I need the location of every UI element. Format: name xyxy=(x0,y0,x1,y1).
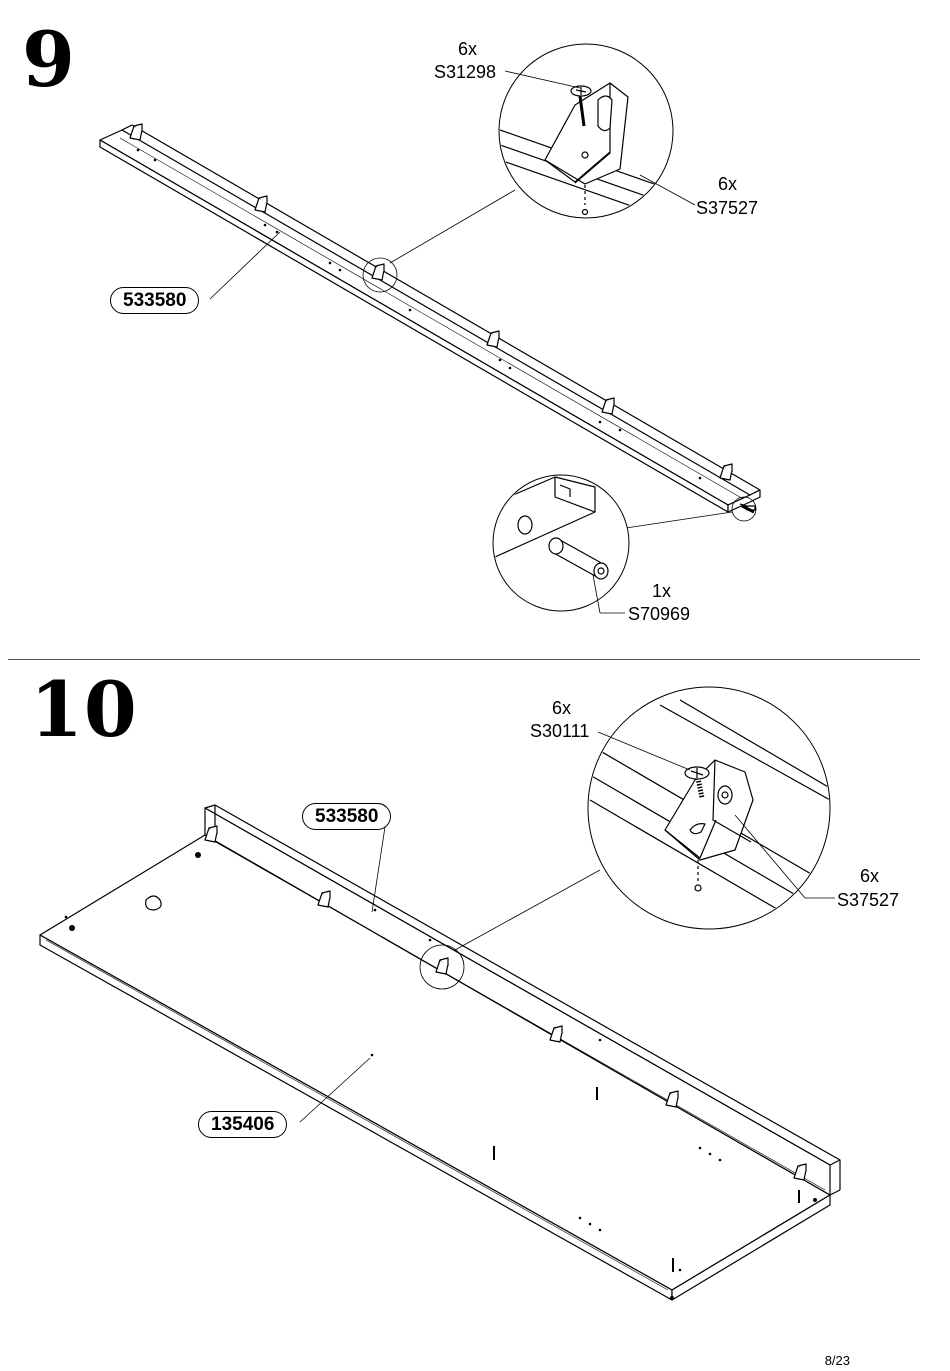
section-divider xyxy=(8,659,920,660)
detail-bracket-step9 xyxy=(498,43,674,219)
step-number-10: 10 xyxy=(30,665,138,754)
dowel-qty-step9: 1x xyxy=(652,581,672,601)
screw-code-step10: S30111 xyxy=(530,721,590,741)
screw-qty-step9: 6x xyxy=(458,39,478,59)
rail-533580-step9 xyxy=(99,123,761,514)
panel-135406 xyxy=(39,804,841,1301)
part-id-135406: 135406 xyxy=(198,1111,288,1138)
bracket-qty-step10: 6x xyxy=(860,866,880,886)
part-id-533580-step9: 533580 xyxy=(110,287,200,314)
bracket-code-step9: S37527 xyxy=(696,198,759,218)
part-id-533580-step10: 533580 xyxy=(302,803,392,830)
dowel-code-step9: S70969 xyxy=(628,604,691,624)
bracket-qty-step9: 6x xyxy=(718,174,738,194)
screw-code-step9: S31298 xyxy=(434,62,497,82)
bracket-code-step10: S37527 xyxy=(837,890,900,910)
screw-qty-step10: 6x xyxy=(552,698,572,718)
step-number-9: 9 xyxy=(22,15,75,104)
detail-bracket-step10 xyxy=(587,686,831,930)
page-number: 8/23 xyxy=(824,1353,850,1368)
detail-dowel-step9 xyxy=(492,474,630,612)
